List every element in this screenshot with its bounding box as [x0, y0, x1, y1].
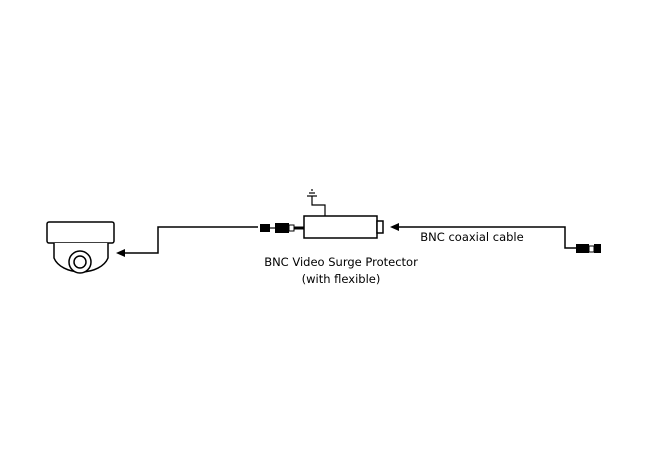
ground-icon: [307, 189, 326, 216]
cable-label: BNC coaxial cable: [420, 230, 523, 244]
protector-label-line1: BNC Video Surge Protector: [264, 255, 418, 269]
output-cable: [122, 226, 258, 254]
dome-camera-icon: [46, 221, 115, 274]
input-cable: [398, 226, 576, 249]
bnc-connector-left-icon: [260, 223, 304, 233]
bnc-connector-right-icon: [576, 244, 601, 253]
surge-protector-body: [303, 215, 384, 239]
arrow-to-camera-icon: [116, 249, 125, 257]
arrow-to-protector-icon: [390, 223, 399, 231]
protector-label-line2: (with flexible): [302, 272, 381, 286]
